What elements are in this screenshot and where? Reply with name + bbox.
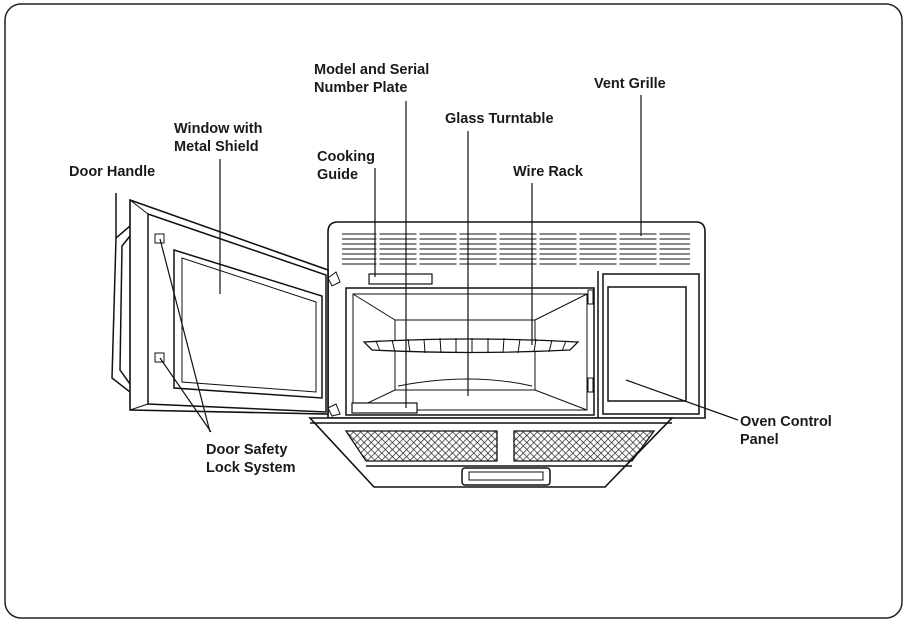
model-serial-plate: [351, 402, 418, 414]
label-glass-turntable: Glass Turntable: [445, 111, 554, 127]
label-vent-grille: Vent Grille: [594, 76, 666, 92]
grease-filter-section: [308, 417, 674, 488]
door-handle: [111, 193, 131, 393]
label-window-line1: Window with: [174, 121, 262, 137]
door-latch: [154, 233, 165, 363]
leader-lines: [159, 95, 739, 433]
label-door-safety-line1: Door Safety: [206, 442, 287, 458]
diagram-frame: [4, 3, 903, 619]
label-window-line2: Metal Shield: [174, 139, 259, 155]
oven-cavity: [345, 287, 595, 416]
label-cooking-guide-line2: Guide: [317, 167, 358, 183]
label-model-serial-line2: Number Plate: [314, 80, 407, 96]
cooking-guide-label: [368, 273, 433, 285]
label-oven-control-line1: Oven Control: [740, 414, 832, 430]
label-oven-control-line2: Panel: [740, 432, 779, 448]
control-panel: [587, 271, 700, 418]
vent-grille: [342, 232, 690, 266]
wire-rack: [362, 337, 580, 354]
hinge: [327, 271, 341, 417]
oven-door: [129, 198, 329, 415]
label-door-safety-line2: Lock System: [206, 460, 295, 476]
label-model-serial-line1: Model and Serial: [314, 62, 429, 78]
label-cooking-guide-line1: Cooking: [317, 149, 375, 165]
label-wire-rack: Wire Rack: [513, 164, 584, 180]
door-window: [173, 248, 323, 399]
label-door-handle: Door Handle: [69, 164, 155, 180]
